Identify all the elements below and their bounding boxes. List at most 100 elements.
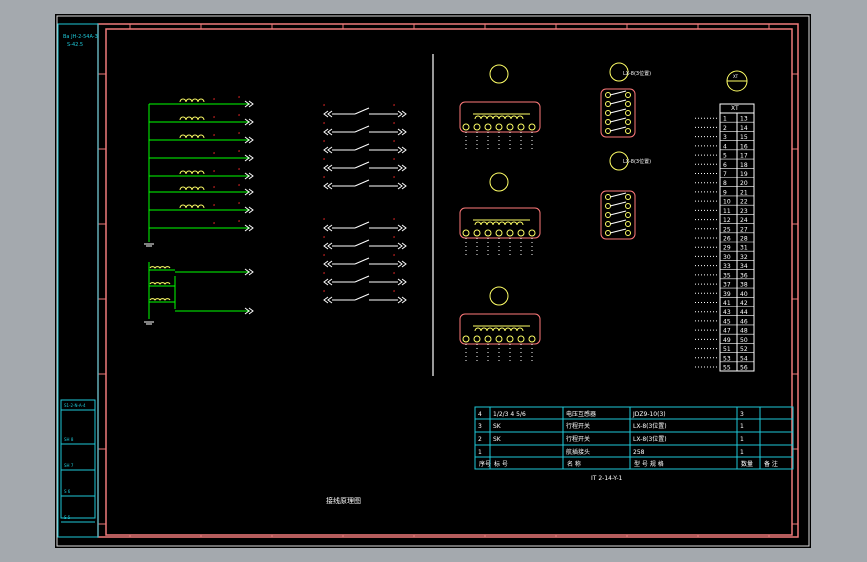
strip-top-label-2: S-42.5	[67, 42, 83, 48]
bom-cell: 1/2/3 4 5/6	[493, 411, 526, 418]
svg-text:a: a	[393, 157, 395, 161]
svg-text:a: a	[393, 289, 395, 293]
svg-text:a: a	[213, 185, 215, 189]
terminal-cell: 22	[740, 199, 748, 206]
bom-cell: 4	[478, 411, 482, 418]
bom-cell: 行程开关	[566, 422, 590, 430]
terminal-cell: 42	[740, 300, 748, 307]
switch-2-label: LX-8(3位置)	[623, 158, 651, 165]
terminal-cell: 18	[740, 162, 748, 169]
drawing-sheet: Ba JH-2-54A-3 S-42.5 S1-2-N-A-4SH 8SH 7S…	[56, 15, 810, 547]
svg-text:a: a	[323, 157, 325, 161]
terminal-cell: 32	[740, 254, 748, 261]
terminal-cell: 55	[723, 365, 731, 372]
bom-cell: 3	[740, 411, 744, 418]
left-stack-label: S 5	[64, 515, 71, 520]
svg-text:a: a	[238, 95, 240, 99]
bom-cell: SK	[493, 436, 502, 443]
terminal-cell: 26	[723, 236, 731, 243]
left-stack-label: SH 8	[64, 437, 74, 442]
svg-text:a: a	[213, 97, 215, 101]
bom-cell: 航插接头	[566, 448, 590, 456]
svg-text:a: a	[323, 289, 325, 293]
terminal-cell: 54	[740, 355, 748, 362]
switch-1-label: LX-8(3位置)	[623, 70, 651, 77]
terminal-cell: 48	[740, 328, 748, 335]
bom-header: 序号	[479, 460, 491, 468]
strip-top-label-1: Ba JH-2-54A-3	[63, 34, 98, 40]
terminal-cell: 20	[740, 180, 748, 187]
terminal-cell: 19	[740, 171, 748, 178]
terminal-cell: 17	[740, 153, 748, 160]
svg-text:a: a	[238, 183, 240, 187]
bom-cell: 1	[740, 436, 744, 443]
bom-cell: 2	[478, 436, 482, 443]
bom-cell: 1	[740, 449, 744, 456]
terminal-cell: 6	[723, 162, 727, 169]
terminal-cell: 3	[723, 134, 727, 141]
svg-text:a: a	[393, 103, 395, 107]
terminal-cell: 10	[723, 199, 731, 206]
inner-frame	[105, 28, 793, 536]
svg-text:a: a	[323, 103, 325, 107]
svg-text:a: a	[393, 217, 395, 221]
bom-cell: LX-8(3位置)	[633, 422, 667, 430]
terminal-cell: 12	[723, 217, 731, 224]
terminal-cell: 36	[740, 272, 748, 279]
svg-text:a: a	[393, 235, 395, 239]
bom-cell: JDZ9-10(3)	[632, 411, 666, 418]
svg-text:a: a	[213, 115, 215, 119]
bottom-caption: 接线原理图	[326, 496, 361, 505]
terminal-cell: 9	[723, 189, 727, 196]
terminal-cell: 16	[740, 143, 748, 150]
svg-text:a: a	[213, 169, 215, 173]
terminal-cell: 41	[723, 300, 731, 307]
bom-header: 型 号 规 格	[634, 460, 664, 468]
left-strip	[57, 23, 99, 538]
terminal-header: XT	[731, 105, 739, 112]
terminal-cell: 30	[723, 254, 731, 261]
terminal-cell: 1	[723, 116, 727, 123]
bom-cell: 258	[633, 449, 645, 456]
terminal-cell: 35	[723, 272, 731, 279]
terminal-cell: 5	[723, 153, 727, 160]
terminal-cell: 44	[740, 309, 748, 316]
terminal-cell: 21	[740, 189, 748, 196]
terminal-cell: 43	[723, 309, 731, 316]
terminal-cell: 29	[723, 245, 731, 252]
svg-text:a: a	[393, 253, 395, 257]
svg-text:a: a	[323, 175, 325, 179]
bom-header: 数量	[741, 460, 753, 468]
svg-text:a: a	[393, 175, 395, 179]
bom-header: 标 号	[494, 460, 508, 468]
terminal-cell: 53	[723, 355, 731, 362]
bom-header: 备 注	[764, 460, 778, 468]
terminal-cell: 51	[723, 346, 731, 353]
terminal-cell: 31	[740, 245, 748, 252]
bom-cell: 电压互感器	[566, 410, 596, 418]
terminal-cell: 52	[740, 346, 748, 353]
svg-text:a: a	[213, 133, 215, 137]
left-stack-label: SH 7	[64, 463, 74, 468]
terminal-cell: 40	[740, 291, 748, 298]
svg-text:a: a	[238, 201, 240, 205]
terminal-cell: 2	[723, 125, 727, 132]
svg-text:a: a	[323, 235, 325, 239]
left-stack-label: S 6	[64, 489, 71, 494]
terminal-cell: 8	[723, 180, 727, 187]
terminal-cell: 27	[740, 226, 748, 233]
svg-text:a: a	[393, 271, 395, 275]
terminal-cell: 11	[723, 208, 731, 215]
svg-text:a: a	[213, 203, 215, 207]
bom-cell: 行程开关	[566, 435, 590, 443]
svg-text:a: a	[238, 113, 240, 117]
terminal-cell: 56	[740, 365, 748, 372]
svg-text:a: a	[238, 149, 240, 153]
terminal-cell: 28	[740, 236, 748, 243]
svg-text:a: a	[323, 253, 325, 257]
